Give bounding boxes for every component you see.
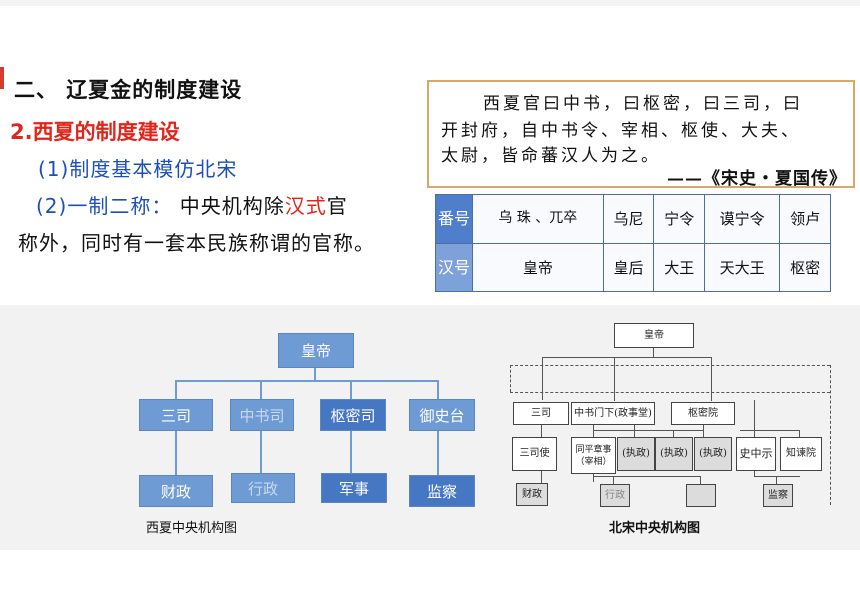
song-chart-caption: 北宋中央机构图 — [609, 521, 701, 536]
song-level3-box: (执政) — [694, 437, 732, 471]
dashed-frame-left — [510, 365, 511, 392]
connector-line — [260, 380, 262, 400]
connector-line — [740, 430, 800, 431]
connector-line — [613, 476, 614, 484]
connector-line — [541, 423, 542, 437]
connector-line — [703, 423, 704, 437]
connector-line — [673, 430, 674, 437]
table-cell: 皇帝 — [472, 242, 604, 292]
row-header-hanhao: 汉号 — [435, 242, 473, 292]
song-level3-box: 知谏院 — [780, 437, 822, 471]
xixia-root-box: 皇帝 — [278, 333, 354, 368]
xixia-level3-box: 行政 — [231, 473, 295, 503]
table-cell: 枢密 — [779, 242, 831, 292]
section-title: 二、 辽夏金的制度建设 — [14, 78, 243, 102]
point-2-label: (2)一制二称： — [36, 194, 173, 218]
row-header-fanhao: 番号 — [435, 194, 473, 244]
dashed-frame-top — [510, 365, 830, 366]
song-level3-box: 同平章事（宰相） — [571, 437, 616, 474]
connector-line — [542, 357, 712, 358]
song-root-box: 皇帝 — [614, 323, 694, 348]
top-border — [0, 0, 860, 6]
song-level2-box: 枢密院 — [671, 402, 735, 425]
table-row: 番号 乌 珠 、兀卒 乌尼 宁令 谟宁令 领卢 — [435, 194, 831, 244]
connector-line — [593, 472, 594, 482]
connector-line — [754, 469, 755, 477]
song-level3-box: (执政) — [655, 437, 693, 471]
table-cell: 领卢 — [779, 194, 831, 244]
connector-line — [437, 380, 439, 400]
connector-line — [711, 357, 712, 401]
connector-line — [541, 469, 542, 483]
table-cell: 天大王 — [704, 242, 781, 292]
connector-line — [754, 400, 755, 437]
point-2-text-a: 中央机构除 — [172, 194, 285, 218]
quote-line-2: 开封府，自中书令、宰相、枢使、大夫、 — [441, 121, 801, 141]
table-cell: 大王 — [653, 242, 706, 292]
subsection-title: 2.西夏的制度建设 — [10, 120, 180, 144]
song-level2-box: 中书门下(政事堂) — [571, 402, 655, 425]
table-cell: 皇后 — [602, 242, 655, 292]
connector-line — [593, 476, 701, 477]
table-cell: 谟宁令 — [704, 194, 781, 244]
xixia-level3-box: 监察 — [409, 475, 475, 507]
connector-line — [350, 380, 352, 400]
connector-line — [437, 428, 439, 476]
xixia-level2-box: 御史台 — [409, 399, 475, 431]
point-2-line-2: 称外，同时有一套本民族称谓的官称。 — [18, 231, 375, 255]
title-accent-bar — [0, 67, 4, 89]
connector-line — [350, 428, 352, 474]
song-level4-box: 行政 — [600, 484, 630, 507]
connector-line — [593, 430, 703, 431]
connector-line — [542, 357, 543, 400]
song-level3-box: (执政) — [617, 437, 655, 471]
connector-line — [700, 476, 701, 484]
connector-line — [653, 346, 654, 358]
song-level2-box: 三司 — [513, 402, 569, 425]
connector-line — [175, 380, 177, 400]
xixia-level2-box: 三司 — [139, 399, 213, 431]
quote-source: ——《宋史・夏国传》 — [667, 169, 847, 189]
connector-line — [260, 428, 262, 474]
song-level3-box: 史中示 — [736, 437, 776, 471]
point-2-text-b: 官 — [326, 194, 348, 218]
point-2: (2)一制二称： 中央机构除汉式官 — [36, 190, 348, 219]
xixia-level2-box: 中书司 — [230, 399, 294, 431]
xixia-level2-box: 枢密司 — [320, 399, 386, 431]
connector-line — [614, 357, 615, 401]
table-cell: 乌尼 — [602, 194, 655, 244]
song-level4-box: 财政 — [516, 483, 548, 506]
quote-line-3: 太尉，皆命蕃汉人为之。 — [441, 146, 661, 166]
table-row: 汉号 皇帝 皇后 大王 天大王 枢密 — [435, 242, 831, 292]
dashed-frame-right — [830, 365, 831, 505]
dashed-frame-bottom — [510, 392, 830, 393]
connector-line — [776, 476, 777, 484]
song-level3-box: 三司使 — [512, 437, 557, 471]
connector-line — [175, 428, 177, 476]
connector-line — [175, 380, 438, 382]
connector-line — [754, 476, 800, 477]
song-level4-box: 监察 — [763, 484, 793, 507]
connector-line — [634, 423, 635, 437]
connector-line — [799, 430, 800, 437]
table-cell: 乌 珠 、兀卒 — [472, 194, 604, 244]
quote-box: 西夏官曰中书，曰枢密，曰三司，曰 开封府，自中书令、宰相、枢使、大夫、 太尉，皆… — [427, 80, 855, 189]
connector-line — [314, 367, 316, 381]
xixia-chart-caption: 西夏中央机构图 — [146, 521, 238, 536]
xixia-level3-box: 军事 — [321, 473, 387, 503]
quote-line-1: 西夏官曰中书，曰枢密，曰三司，曰 — [483, 94, 803, 114]
table-cell: 宁令 — [653, 194, 706, 244]
point-2-highlight: 汉式 — [284, 194, 327, 218]
song-level4-box-empty — [686, 484, 716, 507]
point-1: (1)制度基本模仿北宋 — [38, 157, 238, 181]
title-comparison-table: 番号 乌 珠 、兀卒 乌尼 宁令 谟宁令 领卢 汉号 皇帝 皇后 大王 天大王 … — [435, 194, 831, 292]
xixia-level3-box: 财政 — [139, 475, 213, 507]
